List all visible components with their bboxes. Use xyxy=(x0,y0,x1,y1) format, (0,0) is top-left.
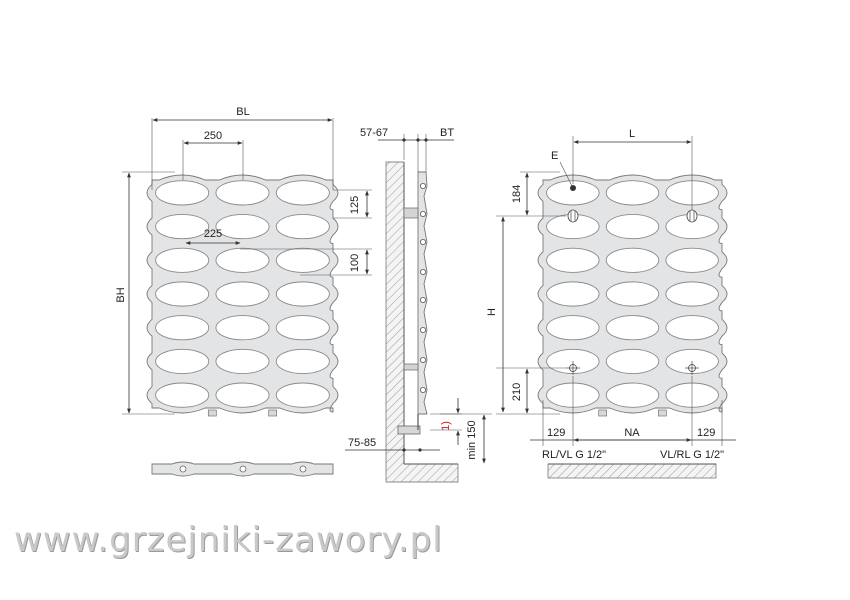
side-profile-node xyxy=(419,268,426,275)
radiator-oval-opening xyxy=(155,315,210,341)
radiator-oval-opening xyxy=(275,315,330,341)
label-na: NA xyxy=(624,427,640,439)
radiator-foot xyxy=(268,409,278,417)
radiator-oval-opening xyxy=(275,213,330,240)
radiator-side-profile xyxy=(417,171,428,415)
label-57-67: 57-67 xyxy=(360,127,388,139)
wall-bracket xyxy=(403,363,419,371)
label-min-150: min 150 xyxy=(466,420,478,459)
top-view-connector xyxy=(179,465,187,473)
radiator-oval-opening xyxy=(155,247,210,273)
label-100: 100 xyxy=(349,254,361,272)
floor-hatch xyxy=(547,463,717,479)
radiator-oval-opening xyxy=(605,247,660,273)
side-profile-node xyxy=(419,296,426,303)
radiator-foot xyxy=(598,409,608,417)
label-75-85: 75-85 xyxy=(348,437,376,449)
top-view-connector xyxy=(299,465,307,473)
radiator-oval-opening xyxy=(665,281,719,307)
label-bt: BT xyxy=(440,127,454,139)
connection-valve xyxy=(397,425,421,435)
front-view: BL 250 225 BH 125 100 xyxy=(115,106,372,477)
side-profile-node xyxy=(419,326,426,333)
label-184: 184 xyxy=(511,185,523,203)
radiator-oval-opening xyxy=(605,315,660,341)
radiator-oval-opening xyxy=(215,315,270,341)
radiator-connection-panel xyxy=(537,174,728,417)
label-e: E xyxy=(551,150,558,162)
radiator-foot xyxy=(207,409,217,417)
side-view: 57-67 BT 75-85 1) min 150 xyxy=(345,127,492,483)
radiator-oval-opening xyxy=(155,180,210,206)
radiator-oval-opening xyxy=(215,247,270,273)
side-profile-node xyxy=(419,238,426,245)
label-bl: BL xyxy=(236,106,249,118)
label-h: H xyxy=(486,308,498,316)
radiator-oval-opening xyxy=(215,180,270,206)
radiator-oval-opening xyxy=(605,213,660,240)
radiator-oval-opening xyxy=(215,213,270,240)
label-l: L xyxy=(629,128,635,140)
label-left-connection: RL/VL G 1/2" xyxy=(542,449,606,461)
label-right-connection: VL/RL G 1/2" xyxy=(660,449,724,461)
air-vent-point xyxy=(570,185,576,191)
label-225: 225 xyxy=(204,228,222,240)
radiator-oval-opening xyxy=(215,382,270,408)
radiator-oval-opening xyxy=(155,281,210,307)
radiator-oval-opening xyxy=(546,180,600,206)
radiator-oval-opening xyxy=(605,281,660,307)
radiator-oval-opening xyxy=(275,247,330,273)
radiator-oval-opening xyxy=(546,315,600,341)
radiator-oval-opening xyxy=(215,348,270,375)
radiator-oval-opening xyxy=(605,348,660,375)
top-view-connector xyxy=(239,465,247,473)
radiator-foot xyxy=(657,409,667,417)
side-profile-node xyxy=(419,182,426,189)
radiator-oval-opening xyxy=(546,281,600,307)
radiator-oval-opening xyxy=(155,348,210,375)
label-note-1: 1) xyxy=(440,421,452,431)
lower-connection-left xyxy=(566,361,580,375)
upper-manifold-left xyxy=(567,209,579,223)
lower-connection-right xyxy=(685,361,699,375)
label-bh: BH xyxy=(115,287,127,302)
radiator-oval-opening xyxy=(665,247,719,273)
label-129-right: 129 xyxy=(697,427,715,439)
label-250: 250 xyxy=(204,130,222,142)
radiator-oval-opening xyxy=(155,213,210,240)
side-profile-node xyxy=(419,386,426,393)
radiator-oval-opening xyxy=(275,382,330,408)
label-125: 125 xyxy=(349,196,361,214)
radiator-oval-opening xyxy=(605,382,660,408)
side-profile-node xyxy=(419,356,426,363)
connection-view: E L 184 xyxy=(486,128,736,479)
wall-bracket xyxy=(403,207,419,219)
radiator-oval-opening xyxy=(275,348,330,375)
website-watermark: www.grzejniki-zawory.pl xyxy=(14,520,443,560)
radiator-front-panel xyxy=(146,174,339,417)
radiator-oval-opening xyxy=(275,281,330,307)
label-129-left: 129 xyxy=(547,427,565,439)
radiator-oval-opening xyxy=(605,180,660,206)
radiator-oval-opening xyxy=(275,180,330,206)
radiator-oval-opening xyxy=(665,315,719,341)
label-210: 210 xyxy=(511,383,523,401)
radiator-oval-opening xyxy=(155,382,210,408)
upper-manifold-right xyxy=(686,209,698,223)
side-profile-node xyxy=(419,210,426,217)
radiator-oval-opening xyxy=(546,247,600,273)
radiator-oval-opening xyxy=(215,281,270,307)
